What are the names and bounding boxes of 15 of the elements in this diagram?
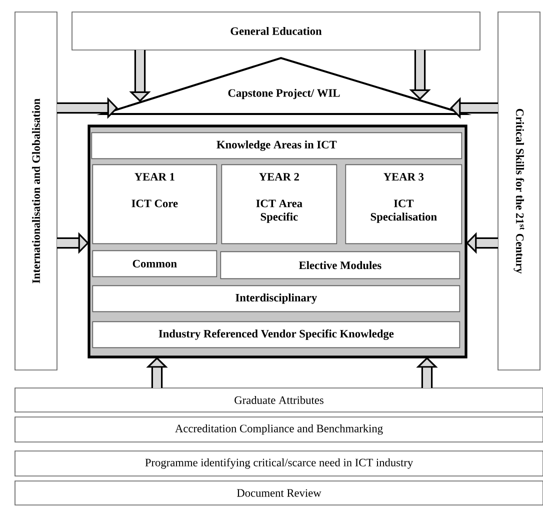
module-box: Elective Modules — [220, 251, 460, 280]
module-box: Interdisciplinary — [92, 285, 460, 312]
module-box: Industry Referenced Vendor Specific Knowledge — [92, 321, 460, 348]
year-box: YEAR 3 ICT Specialisation — [345, 164, 462, 244]
text-box: Document Review — [14, 480, 543, 506]
text-box: Graduate Attributes — [14, 388, 543, 412]
module-box: Knowledge Areas in ICT — [91, 132, 462, 160]
year-box: YEAR 1 ICT Core — [92, 164, 218, 244]
vertical-text-box: Internationalisation and Globalisation — [14, 12, 58, 370]
text-box: General Education — [72, 12, 480, 50]
text-box: Accreditation Compliance and Benchmarking — [14, 416, 543, 442]
module-box: Common — [92, 250, 218, 278]
vertical-text-box: Critical Skills for the 21$^{st}$ Century — [498, 12, 540, 370]
year-box: YEAR 2 ICT Area Specific — [221, 164, 338, 244]
text-box: Programme identifying critical/scarce need in ICT industry — [14, 450, 543, 476]
